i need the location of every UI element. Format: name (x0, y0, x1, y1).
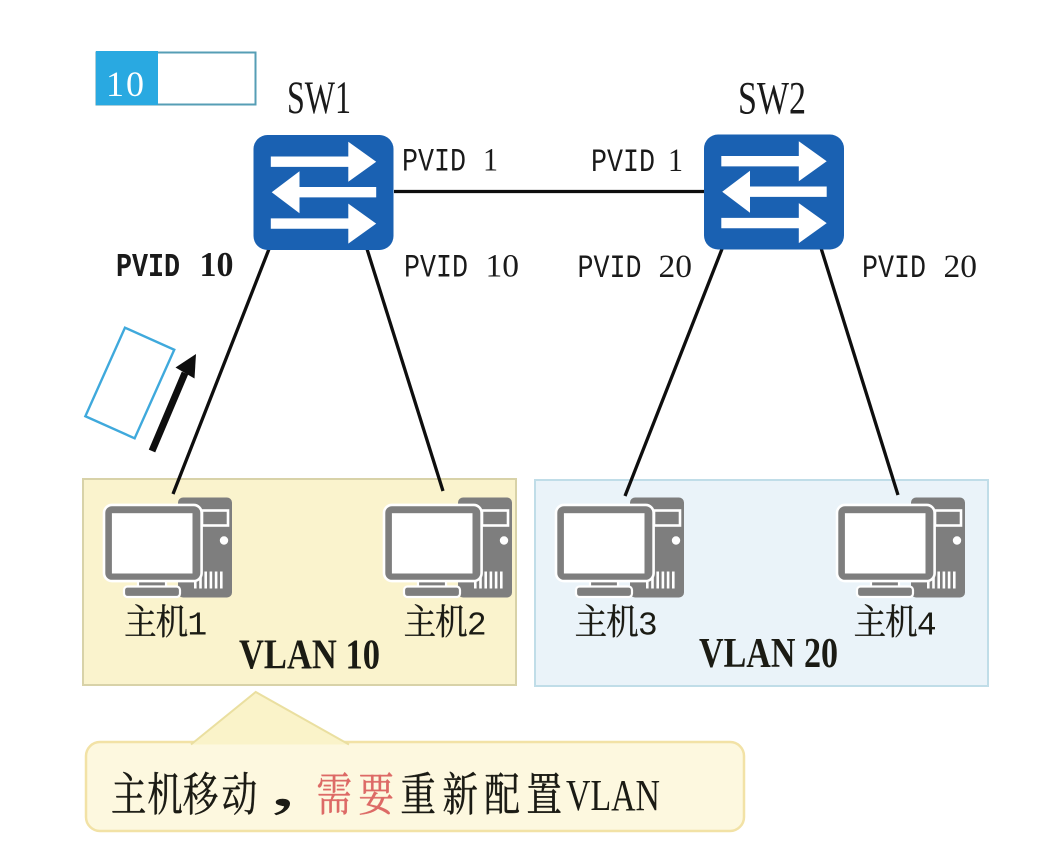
svg-text:PVID: PVID (404, 250, 468, 287)
svg-text:1: 1 (187, 608, 207, 645)
svg-text:4: 4 (917, 608, 937, 645)
svg-text:PVID: PVID (591, 144, 655, 181)
svg-text:SW2: SW2 (738, 73, 806, 125)
svg-text:20: 20 (659, 249, 693, 285)
svg-text:PVID: PVID (116, 249, 180, 287)
svg-text:PVID: PVID (862, 250, 926, 287)
svg-text:1: 1 (483, 143, 498, 179)
svg-text:VLAN: VLAN (566, 771, 660, 820)
svg-text:PVID: PVID (578, 250, 642, 287)
svg-text:10: 10 (200, 246, 234, 284)
svg-text:10: 10 (486, 249, 520, 285)
svg-text:VLAN 10: VLAN 10 (239, 633, 380, 679)
svg-text:PVID: PVID (402, 144, 466, 181)
svg-text:3: 3 (638, 608, 658, 645)
svg-text:2: 2 (467, 608, 487, 645)
svg-text:VLAN 20: VLAN 20 (699, 631, 838, 677)
svg-text:1: 1 (668, 143, 683, 179)
svg-text:20: 20 (944, 249, 978, 285)
svg-text:SW1: SW1 (287, 72, 351, 124)
